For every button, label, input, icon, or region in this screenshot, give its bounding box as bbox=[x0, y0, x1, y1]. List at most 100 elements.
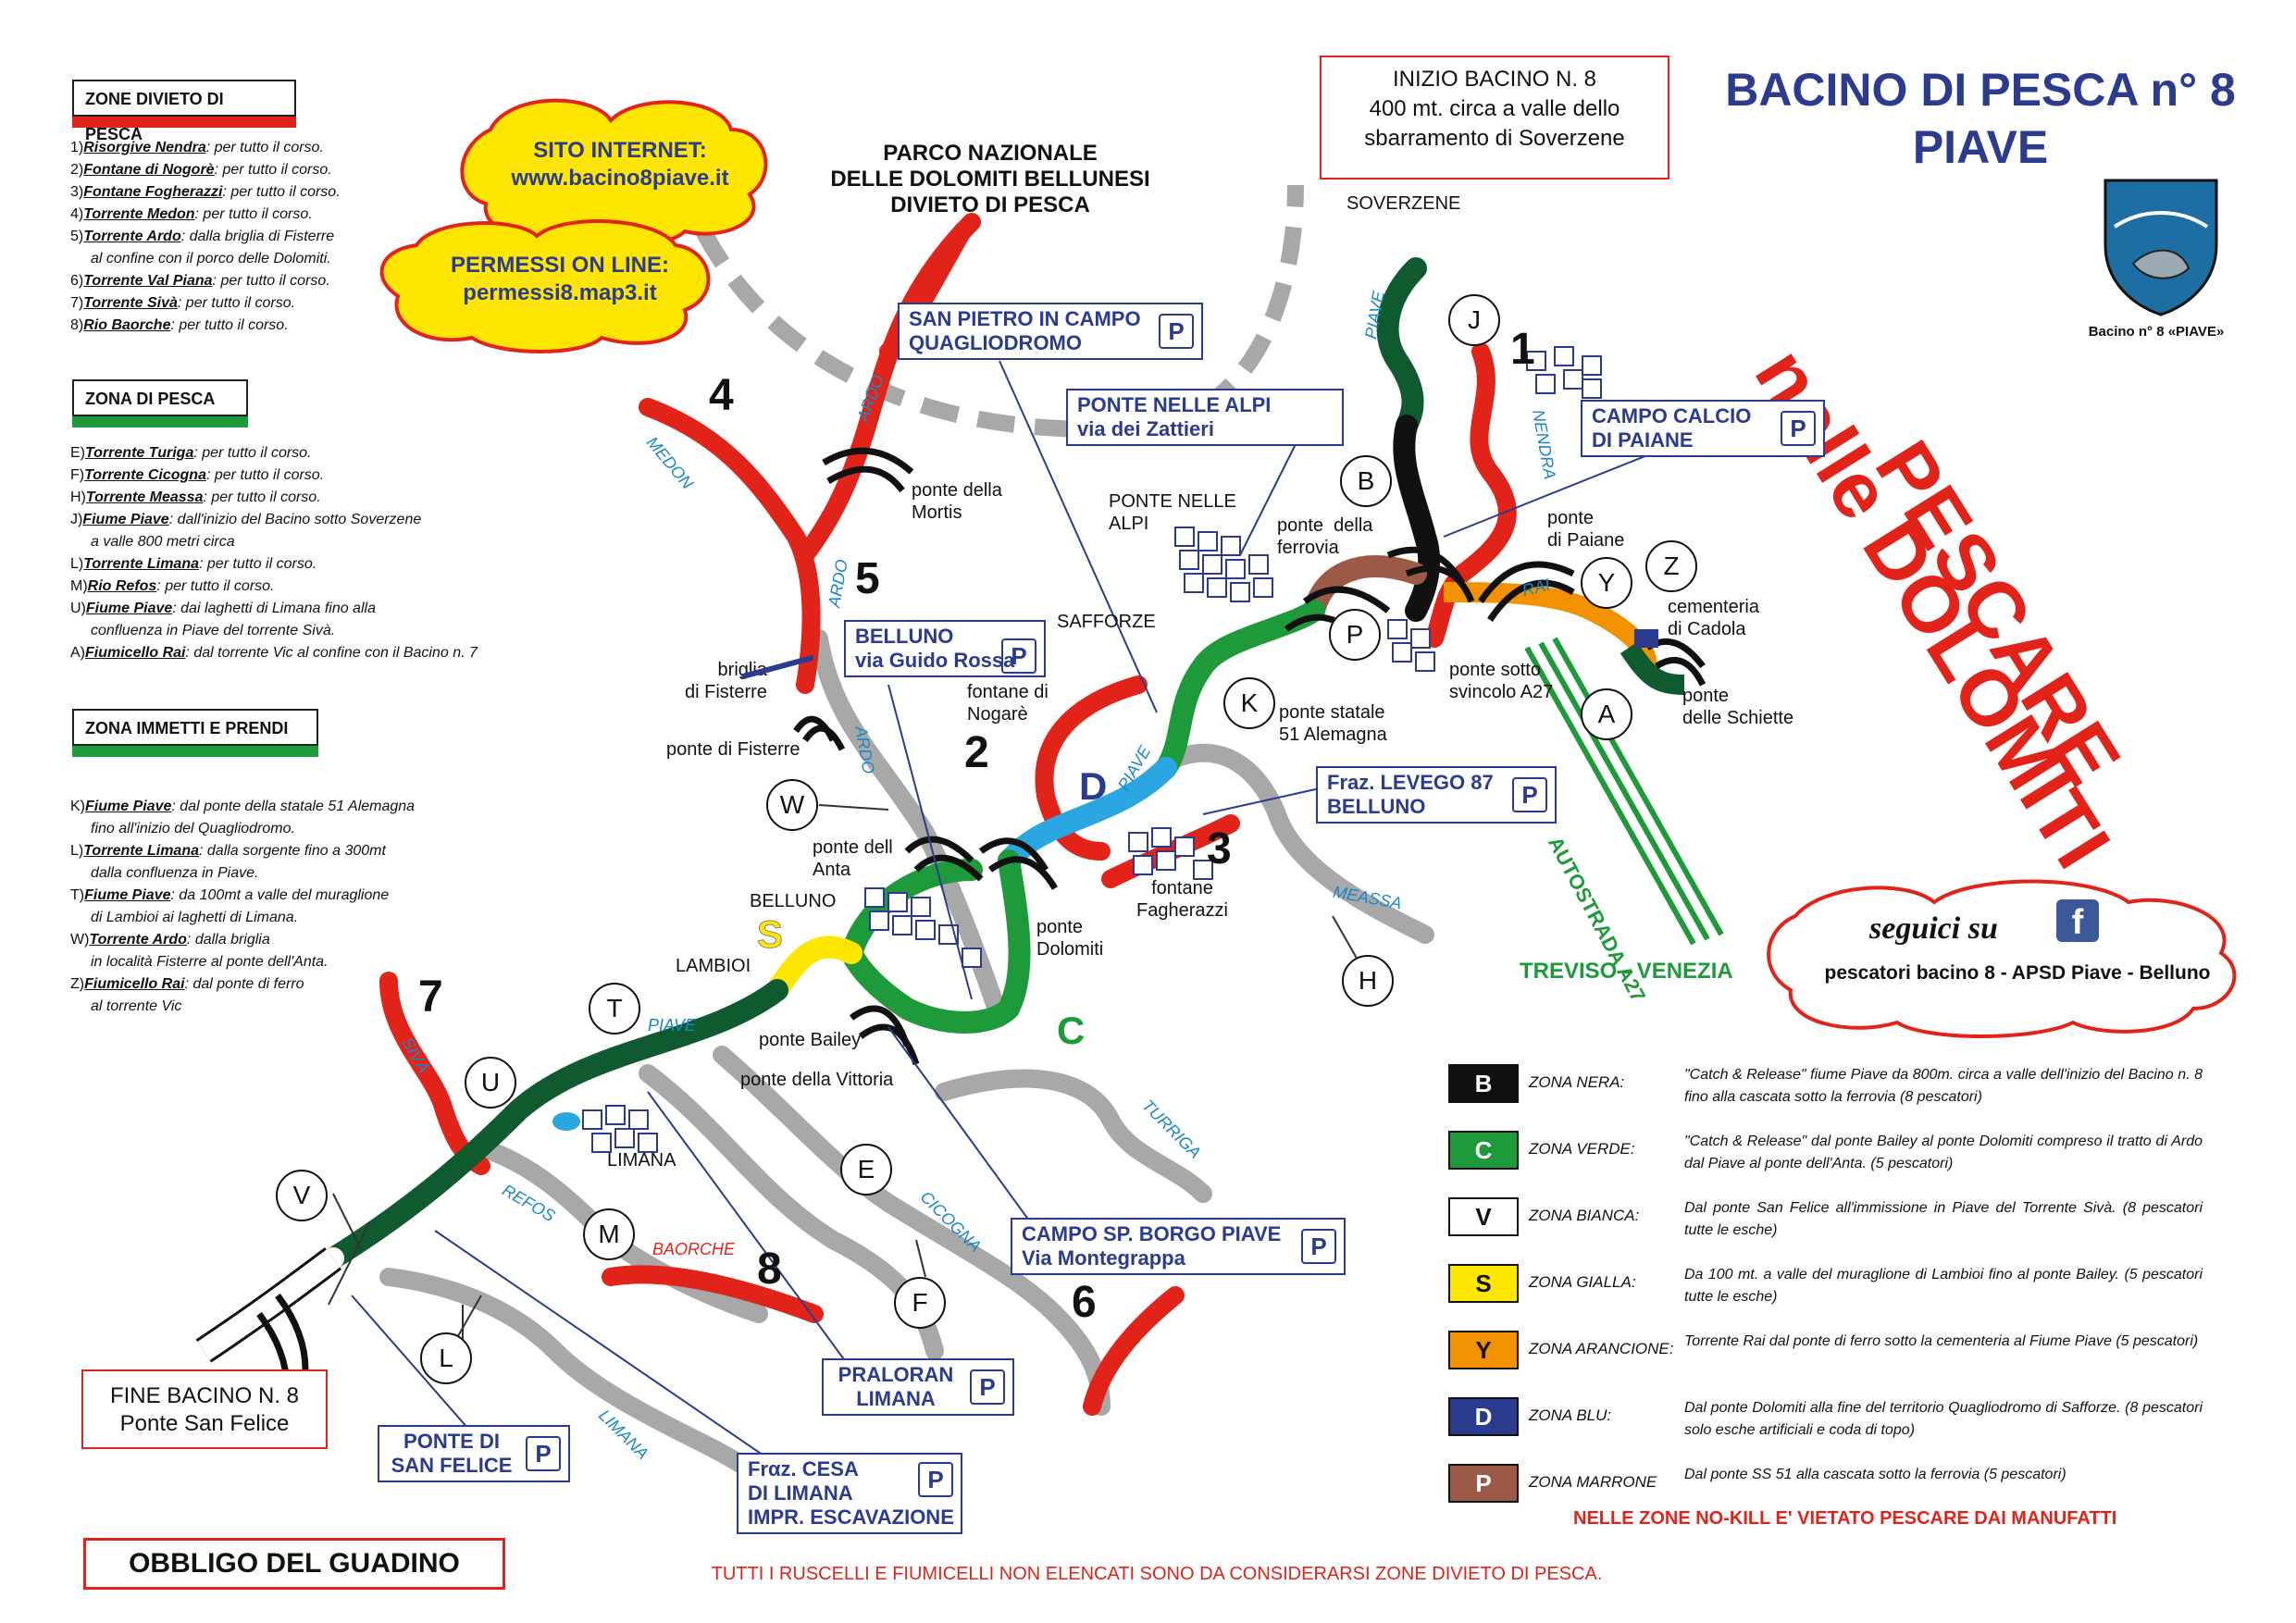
circle-letter-u: U bbox=[465, 1057, 516, 1109]
circle-letter-e: E bbox=[840, 1144, 892, 1196]
parking-line2: Via Montegrappa bbox=[1022, 1246, 1185, 1270]
legend-item-key: Fiume Piave bbox=[84, 887, 171, 903]
cementeria-icon bbox=[1634, 629, 1658, 648]
zone-legend-name: ZONA BIANCA: bbox=[1529, 1207, 1640, 1224]
label-treviso: TREVISO - VENEZIA bbox=[1520, 959, 1733, 984]
legend-item-desc: : per tutto il corso. bbox=[222, 184, 341, 200]
legend-item-key: Risorgive Nendra bbox=[83, 140, 206, 155]
facebook-icon[interactable]: f bbox=[2056, 899, 2099, 942]
parking-line2: via Guido Rossa bbox=[855, 649, 1015, 672]
gray-rivers bbox=[379, 629, 1434, 1508]
legend-immetti-list: K)Fiume Piave: dal ponte della statale 5… bbox=[70, 796, 415, 1018]
zone-legend-name: ZONA VERDE: bbox=[1529, 1140, 1635, 1158]
legend-item-num: J) bbox=[70, 512, 83, 527]
circle-letter-h: H bbox=[1342, 955, 1394, 1007]
zone-legend-swatch: P bbox=[1448, 1464, 1519, 1503]
guadino-box: OBBLIGO DEL GUADINO bbox=[83, 1538, 505, 1590]
legend-item: A)Fiumicello Rai: dal torrente Vic al co… bbox=[70, 642, 478, 664]
parking-icon: P bbox=[1512, 777, 1547, 812]
legend-item-desc: : per tutto il corso. bbox=[203, 489, 321, 505]
legend-item-num: F) bbox=[70, 467, 85, 483]
label-soverzene: SOVERZENE bbox=[1347, 193, 1461, 214]
parking-line2: BELLUNO bbox=[1327, 795, 1426, 818]
legend-item-num: 1) bbox=[70, 140, 84, 155]
circle-letter-t: T bbox=[589, 983, 640, 1035]
legend-item-key: Rio Baorche bbox=[83, 317, 171, 333]
legend-item-num: L) bbox=[70, 556, 84, 572]
zone-legend-name: ZONA GIALLA: bbox=[1529, 1273, 1636, 1291]
zone-letter-c: C bbox=[1057, 1009, 1086, 1052]
circle-letter-l: L bbox=[420, 1332, 472, 1384]
zone-number-3: 3 bbox=[1207, 824, 1232, 873]
legend-item-desc: : per tutto il corso. bbox=[156, 578, 275, 594]
parking-icon: P bbox=[1781, 411, 1816, 446]
legend-item: T)Fiume Piave: da 100mt a valle del mura… bbox=[70, 885, 415, 907]
legend-item-key: Torrente Sivà bbox=[83, 295, 178, 311]
legend-item-desc: : per tutto il corso. bbox=[212, 273, 330, 289]
legend-item-key: Fontane di Nogorè bbox=[83, 162, 215, 178]
label-ponte-statale: ponte statale 51 Alemagna bbox=[1279, 702, 1387, 745]
legend-item: 4)Torrente Medon: per tutto il corso. bbox=[70, 204, 341, 226]
legend-item-cont: di Lambioi ai laghetti di Limana. bbox=[91, 910, 299, 925]
legend-item: 6)Torrente Val Piana: per tutto il corso… bbox=[70, 270, 341, 292]
zone-legend-desc: Dal ponte SS 51 alla cascata sotto la fe… bbox=[1684, 1467, 2066, 1482]
park-title-line3: DIVIETO DI PESCA bbox=[890, 192, 1090, 217]
label-ponte-schiette: ponte delle Schiette bbox=[1682, 686, 1794, 728]
zone-number-5: 5 bbox=[855, 554, 880, 603]
parking-line2: DI LIMANA bbox=[748, 1481, 853, 1505]
parking-belluno[interactable]: BELLUNO via Guido Rossa P bbox=[844, 620, 1046, 677]
parking-line1: PONTE DI bbox=[403, 1430, 500, 1453]
parking-praloran[interactable]: PRALORAN LIMANA P bbox=[822, 1358, 1014, 1416]
zone-legend-swatch: B bbox=[1448, 1064, 1519, 1103]
parking-pontealpi[interactable]: PONTE NELLE ALPI via dei Zattieri bbox=[1066, 389, 1344, 446]
parking-line1: CAMPO CALCIO bbox=[1592, 404, 1752, 427]
legend-item-desc: : dal ponte di ferro bbox=[184, 976, 304, 992]
cloud-permits-link[interactable]: permessi8.map3.it bbox=[463, 280, 657, 305]
legend-item-desc: : per tutto il corso. bbox=[214, 162, 332, 178]
river-label-baorche: BAORCHE bbox=[652, 1240, 736, 1258]
legend-item: J)Fiume Piave: dall'inizio del Bacino so… bbox=[70, 509, 478, 531]
social-name: pescatori bacino 8 - APSD Piave - Bellun… bbox=[1824, 962, 2211, 984]
legend-item-desc: : dal ponte della statale 51 Alemagna bbox=[171, 799, 416, 814]
parking-sanpietro[interactable]: SAN PIETRO IN CAMPO QUAGLIODROMO P bbox=[898, 303, 1203, 360]
circle-letter-w: W bbox=[766, 779, 818, 831]
zone-legend-desc: Dal ponte San Felice all'immissione in P… bbox=[1684, 1200, 2203, 1238]
social-follow-label: seguici su bbox=[1869, 911, 1998, 946]
parking-icon: P bbox=[1159, 314, 1194, 349]
circle-letter-y: Y bbox=[1581, 557, 1632, 609]
park-title-line2: DELLE DOLOMITI BELLUNESI bbox=[830, 167, 1150, 192]
zone-legend-desc: "Catch & Release" dal ponte Bailey al po… bbox=[1684, 1134, 2203, 1171]
parking-cesa[interactable]: Frαz. CESA DI LIMANA IMPR. ESCAVAZIONE P bbox=[737, 1453, 962, 1534]
zone-legend-desc: Dal ponte Dolomiti alla fine del territo… bbox=[1684, 1400, 2203, 1438]
label-limana: LIMANA bbox=[607, 1150, 676, 1171]
legend-item-desc: : per tutto il corso. bbox=[199, 556, 317, 572]
label-ponte-svincolo: ponte sotto svincolo A27 bbox=[1449, 660, 1554, 702]
parking-campospborgo[interactable]: CAMPO SP. BORGO PIAVE Via Montegrappa P bbox=[1011, 1218, 1346, 1275]
parking-sanfelice[interactable]: PONTE DI SAN FELICE P bbox=[378, 1425, 570, 1482]
legend-item-cont: fino all'inizio del Quagliodromo. bbox=[91, 821, 295, 836]
parking-levego[interactable]: Fraz. LEVEGO 87 BELLUNO P bbox=[1316, 766, 1557, 824]
cloud-site-link[interactable]: www.bacino8piave.it bbox=[511, 166, 729, 191]
parking-line1: PRALORAN bbox=[838, 1363, 954, 1386]
legend-immetti-heading: ZONA IMMETTI E PRENDI bbox=[72, 709, 318, 757]
legend-item: L)Torrente Limana: dalla sorgente fino a… bbox=[70, 840, 415, 862]
legend-item: K)Fiume Piave: dal ponte della statale 5… bbox=[70, 796, 415, 818]
legend-item-desc: : per tutto il corso. bbox=[177, 295, 296, 311]
label-cementeria: cementeria di Cadola bbox=[1668, 597, 1759, 639]
highway-a27 bbox=[1524, 637, 1724, 946]
legend-item-key: Torrente Limana bbox=[83, 556, 199, 572]
legend-item-desc: : per tutto il corso. bbox=[205, 140, 324, 155]
end-box: FINE BACINO N. 8 Ponte San Felice bbox=[81, 1369, 328, 1449]
legend-divieto-heading: ZONE DIVIETO DI PESCA bbox=[72, 80, 296, 143]
legend-divieto-list: 1)Risorgive Nendra: per tutto il corso.2… bbox=[70, 137, 341, 337]
cloud-permits bbox=[379, 218, 711, 353]
legend-item-key: Fontane Fogherazzi bbox=[83, 184, 223, 200]
start-box-line2: 400 mt. circa a valle dello bbox=[1369, 96, 1620, 121]
legend-item-desc: : da 100mt a valle del muraglione bbox=[170, 887, 390, 903]
legend-item-desc: : per tutto il corso. bbox=[193, 445, 312, 461]
leader-lines bbox=[351, 360, 1676, 1472]
legend-item-num: 4) bbox=[70, 206, 84, 222]
parking-campocalcio[interactable]: CAMPO CALCIO DI PAIANE P bbox=[1581, 400, 1825, 457]
legend-item-desc: : per tutto il corso. bbox=[170, 317, 289, 333]
cloud-permits-text: PERMESSI ON LINE: permessi8.map3.it bbox=[426, 252, 694, 307]
